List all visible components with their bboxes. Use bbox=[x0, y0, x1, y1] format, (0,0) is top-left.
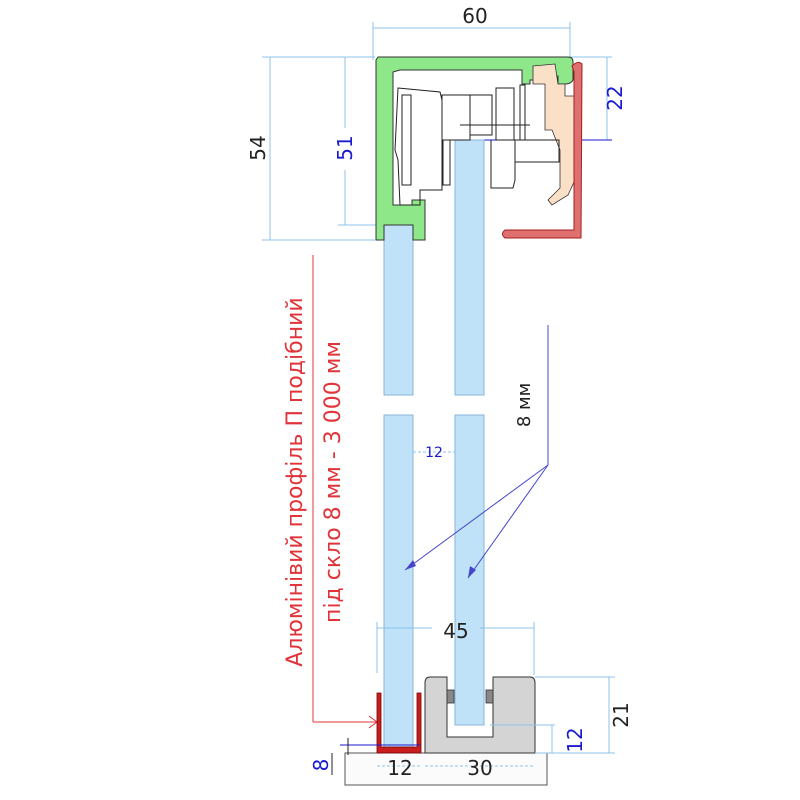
dim-51-label: 51 bbox=[333, 135, 357, 160]
clamp-pad-left bbox=[446, 689, 455, 704]
red-cover-profile bbox=[502, 61, 583, 239]
dim-45-label: 45 bbox=[443, 619, 468, 643]
glass-thickness-label: 8 мм bbox=[514, 383, 535, 427]
dimension-51: 51 bbox=[333, 57, 395, 226]
base-clamp-block bbox=[424, 676, 536, 754]
dim-u-width-label: 12 bbox=[387, 756, 412, 780]
dimension-60: 60 bbox=[372, 4, 571, 60]
glass-left-lower bbox=[383, 414, 414, 751]
dim-21-label: 21 bbox=[609, 702, 633, 727]
dimension-8: 8 bbox=[309, 738, 420, 775]
dimension-21: 21 bbox=[535, 676, 633, 754]
u-channel-profile bbox=[376, 692, 422, 754]
dim-22-label: 22 bbox=[603, 85, 627, 110]
dimension-glass-gap: 12 bbox=[413, 445, 455, 461]
cap-insert bbox=[532, 63, 576, 206]
roller-carriage bbox=[394, 84, 560, 206]
dimension-45: 45 bbox=[376, 619, 535, 675]
dimension-54: 54 bbox=[246, 56, 375, 241]
dim-groove-label: 12 bbox=[563, 727, 587, 752]
dim-block-width-label: 30 bbox=[467, 756, 492, 780]
dim-8-label: 8 bbox=[309, 759, 333, 772]
dim-54-label: 54 bbox=[246, 135, 270, 160]
annotation-line-1: Алюмінівий профіль П подібний bbox=[283, 297, 308, 666]
annotation-line-2: під скло 8 мм - 3 000 мм bbox=[321, 341, 346, 623]
profile-annotation: Алюмінівий профіль П подібний під скло 8… bbox=[283, 255, 378, 729]
glass-right-upper bbox=[454, 139, 485, 396]
dimension-12-groove: 12 bbox=[490, 724, 587, 753]
dim-60-label: 60 bbox=[462, 4, 487, 28]
clamp-pad-right bbox=[485, 689, 494, 704]
dim-gap-label: 12 bbox=[425, 445, 443, 461]
dimension-bottom: 12 30 bbox=[377, 756, 535, 780]
floor-concrete bbox=[344, 752, 548, 786]
glass-thickness-callout: 8 мм bbox=[404, 325, 549, 579]
glass-left-upper bbox=[383, 224, 414, 396]
